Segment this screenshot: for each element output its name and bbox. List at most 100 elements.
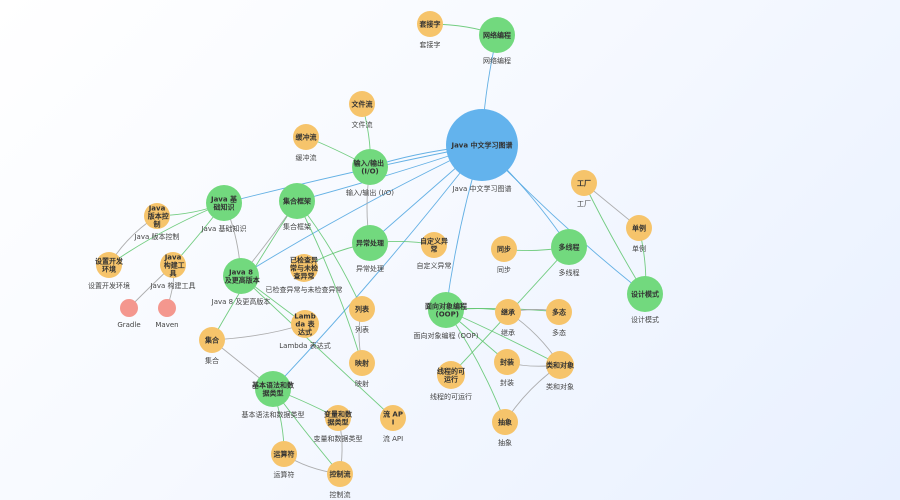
node-map-caption: 映射 [355, 379, 369, 388]
node-java8-caption: Java 8 及更高版本 [211, 297, 271, 306]
node-net-caption: 网络编程 [483, 56, 511, 65]
node-buffer-circle[interactable] [293, 124, 319, 150]
node-factory-label: 工厂 [577, 180, 591, 188]
node-poly-label: 多态 [552, 308, 566, 317]
node-vcs-caption: Java 版本控制 [133, 232, 179, 241]
node-io-caption: 输入/输出 (I/O) [346, 188, 394, 197]
node-map-circle[interactable] [349, 350, 375, 376]
edge-java8-stream [240, 275, 394, 419]
node-java8-circle[interactable] [223, 258, 259, 294]
node-maven-caption: Maven [155, 321, 178, 329]
node-design-circle[interactable] [627, 276, 663, 312]
node-basics-circle[interactable] [206, 185, 242, 221]
node-root-circle[interactable] [446, 109, 518, 181]
node-env-caption: 设置开发环境 [88, 281, 130, 290]
node-io[interactable]: 输入/输出 (I/O) 输入/输出 (I/O) [346, 149, 394, 197]
node-vcs-label: Java 版本控制 [145, 205, 168, 229]
node-syntax-circle[interactable] [255, 371, 291, 407]
node-build-circle[interactable] [160, 252, 186, 278]
node-encap-circle[interactable] [494, 349, 520, 375]
node-checked_ex-circle[interactable] [290, 254, 318, 282]
node-list-circle[interactable] [349, 296, 375, 322]
node-control-circle[interactable] [327, 461, 353, 487]
node-encap-caption: 封装 [500, 378, 514, 387]
node-inherit-circle[interactable] [495, 299, 521, 325]
node-io-label: 输入/输出 (I/O) [354, 159, 387, 176]
node-vcs-circle[interactable] [144, 203, 170, 229]
node-net-circle[interactable] [479, 17, 515, 53]
node-exception-circle[interactable] [352, 225, 388, 261]
node-custom_ex-circle[interactable] [421, 232, 447, 258]
node-vars-caption: 变量和数据类型 [314, 434, 363, 443]
node-thread-circle[interactable] [551, 229, 587, 265]
node-lambda-circle[interactable] [291, 310, 319, 338]
edge-root-syntax [272, 144, 483, 390]
node-file-circle[interactable] [349, 91, 375, 117]
node-lambda-caption: Lambda 表达式 [279, 341, 330, 350]
node-set-circle[interactable] [199, 327, 225, 353]
node-oop-circle[interactable] [428, 292, 464, 328]
node-gradle-circle[interactable] [120, 299, 138, 317]
node-stream-circle[interactable] [380, 405, 406, 431]
node-file-label: 文件流 [352, 100, 373, 109]
node-socket-circle[interactable] [417, 11, 443, 37]
node-sync-circle[interactable] [491, 236, 517, 262]
node-poly-circle[interactable] [546, 299, 572, 325]
node-classobj-circle[interactable] [546, 351, 574, 379]
node-abstract-circle[interactable] [492, 409, 518, 435]
node-gradle[interactable]: Gradle [117, 299, 141, 329]
node-env-circle[interactable] [96, 252, 122, 278]
node-factory-circle[interactable] [571, 170, 597, 196]
node-build-caption: Java 构建工具 [149, 281, 195, 290]
node-io-circle[interactable] [352, 149, 388, 185]
node-ops-caption: 运算符 [274, 470, 295, 479]
node-maven[interactable]: Maven [155, 299, 179, 329]
node-set-label: 集合 [204, 336, 220, 345]
node-vars-circle[interactable] [325, 405, 351, 431]
node-maven-circle[interactable] [158, 299, 176, 317]
node-ops-circle[interactable] [271, 441, 297, 467]
node-checked_ex-caption: 已检查异常与未检查异常 [266, 285, 343, 294]
node-vcs[interactable]: Java 版本控制 Java 版本控制 [133, 203, 180, 241]
node-stream-caption: 流 API [383, 434, 403, 443]
node-oop[interactable]: 面向对象编程 (OOP)面向对象编程 (OOP) [414, 292, 479, 340]
node-threadsafe-circle[interactable] [437, 361, 465, 389]
node-collections-circle[interactable] [279, 183, 315, 219]
node-singleton-circle[interactable] [626, 215, 652, 241]
